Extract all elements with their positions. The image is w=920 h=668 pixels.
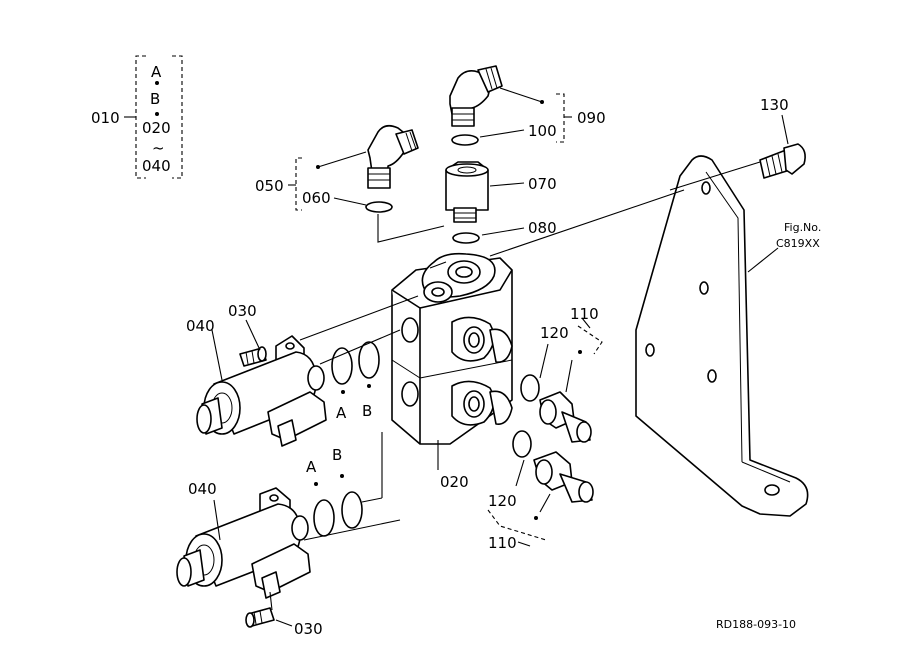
elbow-fitting-050	[288, 124, 445, 243]
label-040-lower: 040	[188, 480, 217, 498]
label-120-upper: 120	[540, 324, 569, 342]
elbow-fitting-090	[449, 65, 572, 146]
o-rings-lower	[313, 432, 383, 537]
label-060: 060	[302, 189, 331, 207]
label-050: 050	[255, 177, 284, 195]
label-030-lower: 030	[294, 620, 323, 638]
label-040-upper: 040	[186, 317, 215, 335]
label-a-lower: A	[306, 458, 317, 476]
adapter-070	[445, 161, 525, 244]
plug-110-lower	[487, 430, 594, 547]
plug-110-upper	[520, 317, 603, 443]
valve-body-020	[391, 189, 685, 470]
label-a-legend: A	[151, 63, 162, 81]
bracket-010	[124, 55, 183, 179]
label-100: 100	[528, 122, 557, 140]
label-130: 130	[760, 96, 789, 114]
label-110-upper: 110	[570, 305, 599, 323]
label-a-upper: A	[336, 404, 347, 422]
label-090: 090	[577, 109, 606, 127]
label-010: 010	[91, 109, 120, 127]
label-030-upper: 030	[228, 302, 257, 320]
label-040-legend: 040	[142, 157, 171, 175]
drawing-reference: RD188-093-10	[716, 618, 796, 631]
bolt-130	[759, 114, 806, 179]
label-020: 020	[440, 473, 469, 491]
solenoid-040-lower	[176, 487, 401, 628]
mounting-bracket	[635, 155, 809, 517]
label-b-legend: B	[150, 90, 160, 108]
label-120-lower: 120	[488, 492, 517, 510]
label-fig-no: Fig.No.	[784, 221, 821, 234]
label-070: 070	[528, 175, 557, 193]
label-020-legend: 020	[142, 119, 171, 137]
label-tilde: ~	[152, 139, 165, 157]
label-110-lower: 110	[488, 534, 517, 552]
label-fig-code: C819XX	[776, 237, 820, 250]
label-b-upper: B	[362, 402, 372, 420]
solenoid-040-upper	[196, 295, 419, 447]
label-080: 080	[528, 219, 557, 237]
o-rings-upper	[331, 341, 380, 394]
label-b-lower: B	[332, 446, 342, 464]
